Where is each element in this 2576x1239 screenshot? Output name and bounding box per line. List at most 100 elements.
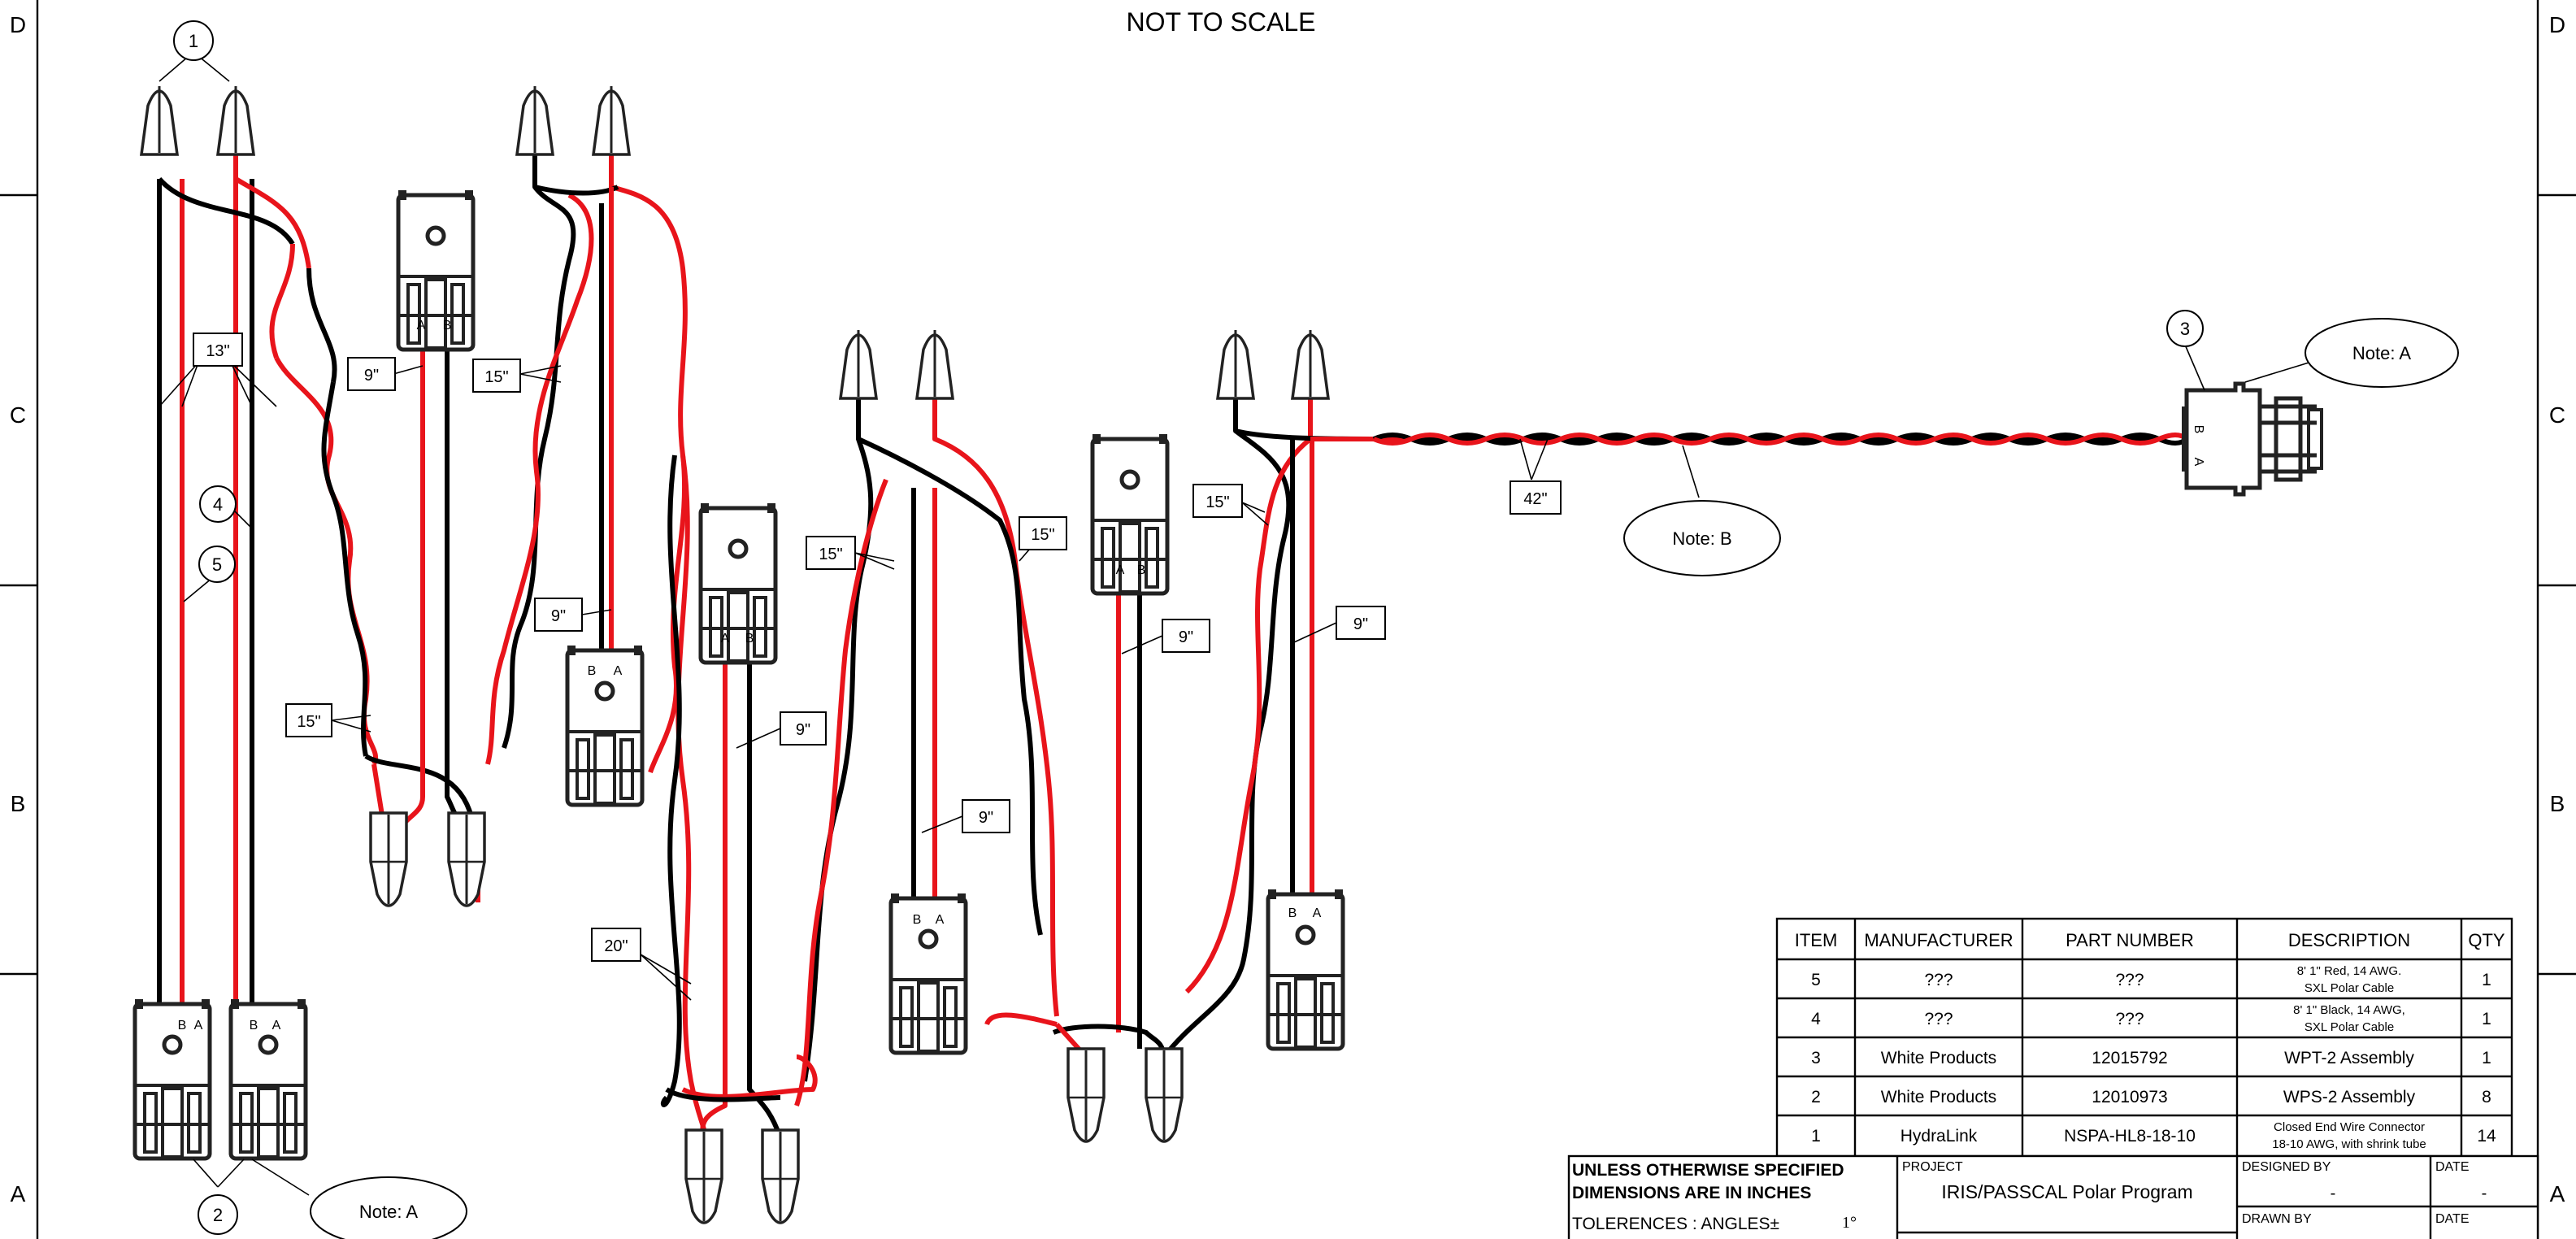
zone-markers: D C B A D C B A	[10, 12, 2565, 1206]
bom-manufacturer: HydraLink	[1901, 1127, 1978, 1146]
designed-by-value: -	[2331, 1185, 2336, 1202]
length-15in: 15"	[1205, 493, 1229, 511]
bom-description-2: 18-10 AWG, with shrink tube	[2272, 1137, 2426, 1151]
bom-description: 8' 1" Red, 14 AWG.	[2297, 964, 2402, 978]
bom-part-number: 12015792	[2092, 1049, 2167, 1067]
bom-item: 4	[1811, 1010, 1821, 1028]
balloon-item-1: 1	[189, 31, 198, 51]
title-block: UNLESS OTHERWISE SPECIFIED DIMENSIONS AR…	[1567, 1154, 2539, 1239]
bom-qty: 1	[2482, 971, 2491, 989]
length-callouts: 13" 9" 15" 9" 15" 15" 15" 9" 9" 20" 15" …	[193, 333, 1562, 962]
bom-qty: 14	[2477, 1127, 2496, 1146]
tolerances-label: TOLERENCES : ANGLES±	[1572, 1215, 1779, 1233]
date-value: -	[2482, 1185, 2487, 1202]
bom-part-number: NSPA-HL8-18-10	[2064, 1127, 2196, 1146]
not-to-scale-note: NOT TO SCALE	[1127, 7, 1316, 37]
bom-qty: 1	[2482, 1049, 2491, 1067]
bom-item: 5	[1811, 971, 1821, 989]
bom-qty: 8	[2482, 1088, 2491, 1106]
pin-label-a: A	[272, 1019, 281, 1032]
spec-note-line-1: UNLESS OTHERWISE SPECIFIED	[1572, 1161, 1844, 1180]
bom-header-part-number: PART NUMBER	[2066, 930, 2194, 950]
bom-description: Closed End Wire Connector	[2274, 1120, 2425, 1134]
length-42in: 42"	[1523, 490, 1547, 508]
pin-label-a: A	[614, 664, 623, 678]
pin-label-a: A	[936, 913, 945, 927]
pin-label-b: B	[745, 632, 754, 646]
bom-item: 2	[1811, 1088, 1821, 1106]
note-a-bottom: Note: A	[359, 1202, 418, 1222]
balloon-item-3: 3	[2180, 319, 2190, 339]
bom-description: WPT-2 Assembly	[2284, 1049, 2414, 1067]
table-row: 5 ??? ??? 8' 1" Red, 14 AWG. SXL Polar C…	[1811, 964, 2491, 995]
zone-left-c: C	[10, 402, 26, 428]
bom-manufacturer: ???	[1924, 1010, 1953, 1028]
bom-header-manufacturer: MANUFACTURER	[1864, 930, 2013, 950]
pin-label-b: B	[443, 319, 452, 333]
length-20in: 20"	[604, 937, 628, 955]
bom-header-item: ITEM	[1795, 930, 1838, 950]
leader-lines	[159, 51, 2326, 1188]
zone-right-a: A	[2550, 1181, 2565, 1206]
harness-5: B A	[1372, 381, 2323, 497]
project-value: IRIS/PASSCAL Polar Program	[1941, 1181, 2192, 1202]
item-balloons: 1 2 3 4 5	[173, 20, 2204, 1235]
pin-label-b: B	[2192, 425, 2205, 434]
pin-label-a: A	[1116, 563, 1125, 577]
bom-header-qty: QTY	[2468, 930, 2505, 950]
pin-label-b: B	[913, 913, 922, 927]
pin-label-b: B	[588, 664, 597, 678]
pin-label-b: B	[1137, 563, 1146, 577]
table-row: 1 HydraLink NSPA-HL8-18-10 Closed End Wi…	[1811, 1120, 2496, 1151]
bom-description-2: SXL Polar Cable	[2304, 981, 2394, 995]
pin-label-a: A	[194, 1019, 203, 1032]
table-row: 3 White Products 12015792 WPT-2 Assembly…	[1811, 1049, 2491, 1067]
pin-label-b: B	[1288, 906, 1297, 920]
length-9in: 9"	[1353, 615, 1368, 633]
bom-description: 8' 1" Black, 14 AWG,	[2293, 1003, 2405, 1017]
bom-description: WPS-2 Assembly	[2283, 1088, 2416, 1106]
note-b: Note: B	[1672, 528, 1731, 549]
zone-right-d: D	[2549, 12, 2565, 37]
pin-label-b: B	[250, 1019, 258, 1032]
length-9in: 9"	[364, 367, 379, 385]
pin-label-a: A	[1313, 906, 1322, 920]
length-13in: 13"	[206, 342, 229, 360]
balloon-item-5: 5	[212, 554, 222, 575]
bom-item: 3	[1811, 1049, 1821, 1067]
length-9in: 9"	[1179, 628, 1193, 646]
zone-left-a: A	[11, 1181, 26, 1206]
length-15in: 15"	[297, 713, 320, 731]
bom-qty: 1	[2482, 1010, 2491, 1028]
length-9in: 9"	[551, 607, 566, 625]
length-15in: 15"	[484, 368, 508, 386]
pin-label-a: A	[2192, 458, 2205, 467]
note-callouts: Note: A Note: B Note: A	[251, 318, 2459, 1239]
drawn-by-label: DRAWN BY	[2242, 1212, 2312, 1226]
bom-item: 1	[1811, 1127, 1821, 1146]
zone-left-d: D	[10, 12, 26, 37]
bom-description-2: SXL Polar Cable	[2304, 1020, 2394, 1034]
bom-part-number: 12010973	[2092, 1088, 2167, 1106]
drawn-date-label: DATE	[2435, 1212, 2469, 1226]
length-9in: 9"	[796, 721, 810, 739]
table-row: 4 ??? ??? 8' 1" Black, 14 AWG, SXL Polar…	[1811, 1003, 2491, 1034]
balloon-item-2: 2	[213, 1205, 223, 1225]
bom-manufacturer: ???	[1924, 971, 1953, 989]
note-a-top: Note: A	[2352, 343, 2411, 363]
length-15in: 15"	[1031, 526, 1054, 544]
length-15in: 15"	[819, 546, 842, 563]
pin-label-b: B	[178, 1019, 187, 1032]
date-label: DATE	[2435, 1160, 2469, 1174]
project-label: PROJECT	[1902, 1160, 1963, 1174]
bom-header-description: DESCRIPTION	[2288, 930, 2410, 950]
harness-3: A B B A	[660, 328, 1059, 1224]
length-9in: 9"	[979, 809, 993, 827]
zone-right-b: B	[2550, 791, 2565, 816]
tolerance-angle-value: 1°	[1842, 1214, 1857, 1232]
bom-part-number: ???	[2115, 971, 2144, 989]
twisted-pair-42in	[1372, 433, 2189, 446]
spec-note-line-2: DIMENSIONS ARE IN INCHES	[1572, 1184, 1811, 1202]
